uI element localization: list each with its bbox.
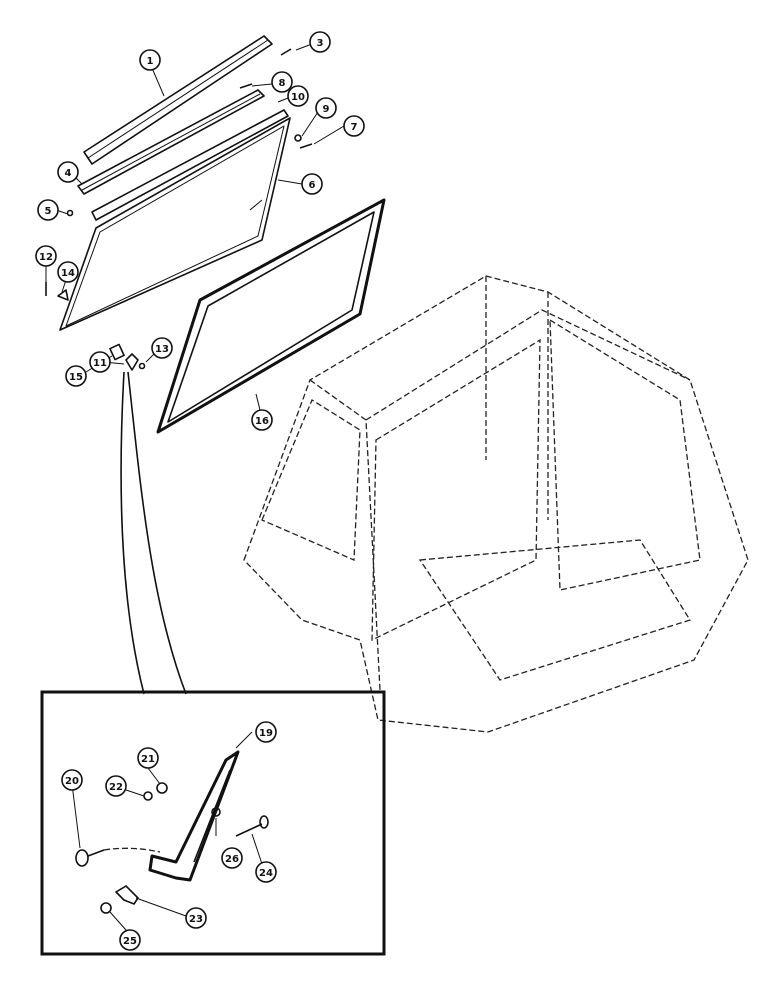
svg-text:5: 5 bbox=[45, 206, 52, 217]
callout-24: 24 bbox=[255, 861, 277, 883]
svg-text:3: 3 bbox=[317, 38, 324, 49]
svg-text:11: 11 bbox=[93, 358, 107, 369]
nut-part-9 bbox=[294, 134, 302, 142]
callout-12: 12 bbox=[35, 245, 57, 267]
callout-16: 16 bbox=[251, 409, 273, 431]
cab-outline bbox=[243, 275, 749, 733]
svg-text:7: 7 bbox=[351, 122, 358, 133]
detail-leader bbox=[120, 371, 187, 695]
callout-20: 20 bbox=[61, 769, 83, 791]
svg-text:6: 6 bbox=[309, 180, 316, 191]
callout-19: 19 bbox=[255, 721, 277, 743]
screw-part-7 bbox=[299, 143, 313, 149]
callout-23: 23 bbox=[185, 907, 207, 929]
callout-8: 8 bbox=[271, 71, 293, 93]
washer-part-26 bbox=[211, 807, 221, 817]
callout-11: 11 bbox=[89, 351, 111, 373]
callout-5: 5 bbox=[37, 199, 59, 221]
bolt-part-24 bbox=[235, 815, 269, 837]
callout-14: 14 bbox=[57, 261, 79, 283]
svg-text:22: 22 bbox=[109, 782, 123, 793]
bracket-part-15 bbox=[109, 343, 125, 361]
callout-6: 6 bbox=[301, 173, 323, 195]
detail-inset-box bbox=[40, 690, 386, 956]
callout-22: 22 bbox=[105, 775, 127, 797]
callout-15: 15 bbox=[65, 365, 87, 387]
svg-text:23: 23 bbox=[189, 914, 203, 925]
svg-text:4: 4 bbox=[65, 168, 72, 179]
knob-part-23 bbox=[115, 885, 139, 905]
rubber-frame-part bbox=[156, 198, 386, 434]
hinge-strip-part bbox=[83, 35, 273, 165]
seal-strip-part bbox=[91, 109, 289, 221]
callout-7: 7 bbox=[343, 115, 365, 137]
nut-part-22 bbox=[143, 791, 153, 801]
callout-26: 26 bbox=[221, 847, 243, 869]
screw-part-3 bbox=[280, 48, 292, 56]
callout-3: 3 bbox=[309, 31, 331, 53]
callout-9: 9 bbox=[315, 97, 337, 119]
svg-text:15: 15 bbox=[69, 372, 83, 383]
svg-text:25: 25 bbox=[123, 936, 137, 947]
svg-text:10: 10 bbox=[291, 92, 305, 103]
svg-text:14: 14 bbox=[61, 268, 75, 279]
callout-10: 10 bbox=[287, 85, 309, 107]
svg-text:8: 8 bbox=[279, 78, 286, 89]
svg-text:24: 24 bbox=[259, 868, 273, 879]
svg-text:12: 12 bbox=[39, 252, 53, 263]
svg-text:9: 9 bbox=[323, 104, 330, 115]
callout-21: 21 bbox=[137, 747, 159, 769]
bolt-part-20 bbox=[75, 847, 161, 867]
svg-text:26: 26 bbox=[225, 854, 239, 865]
svg-text:19: 19 bbox=[259, 728, 273, 739]
latch-part-11 bbox=[125, 353, 139, 371]
clip-part-14 bbox=[57, 289, 69, 301]
svg-text:21: 21 bbox=[141, 754, 155, 765]
svg-text:16: 16 bbox=[255, 416, 269, 427]
nut-part-25 bbox=[100, 902, 112, 914]
svg-text:13: 13 bbox=[155, 344, 169, 355]
nut-part-13 bbox=[138, 362, 146, 370]
callout-13: 13 bbox=[151, 337, 173, 359]
svg-text:1: 1 bbox=[147, 56, 154, 67]
washer-part-5 bbox=[66, 209, 74, 217]
callout-1: 1 bbox=[139, 49, 161, 71]
svg-text:20: 20 bbox=[65, 776, 79, 787]
hinge-part bbox=[77, 89, 265, 195]
callout-25: 25 bbox=[119, 929, 141, 951]
glass-panel-part bbox=[59, 117, 291, 331]
adjuster-bar-part bbox=[148, 750, 240, 882]
callout-4: 4 bbox=[57, 161, 79, 183]
screw-part-8 bbox=[239, 83, 253, 89]
nut-part-21 bbox=[156, 782, 168, 794]
